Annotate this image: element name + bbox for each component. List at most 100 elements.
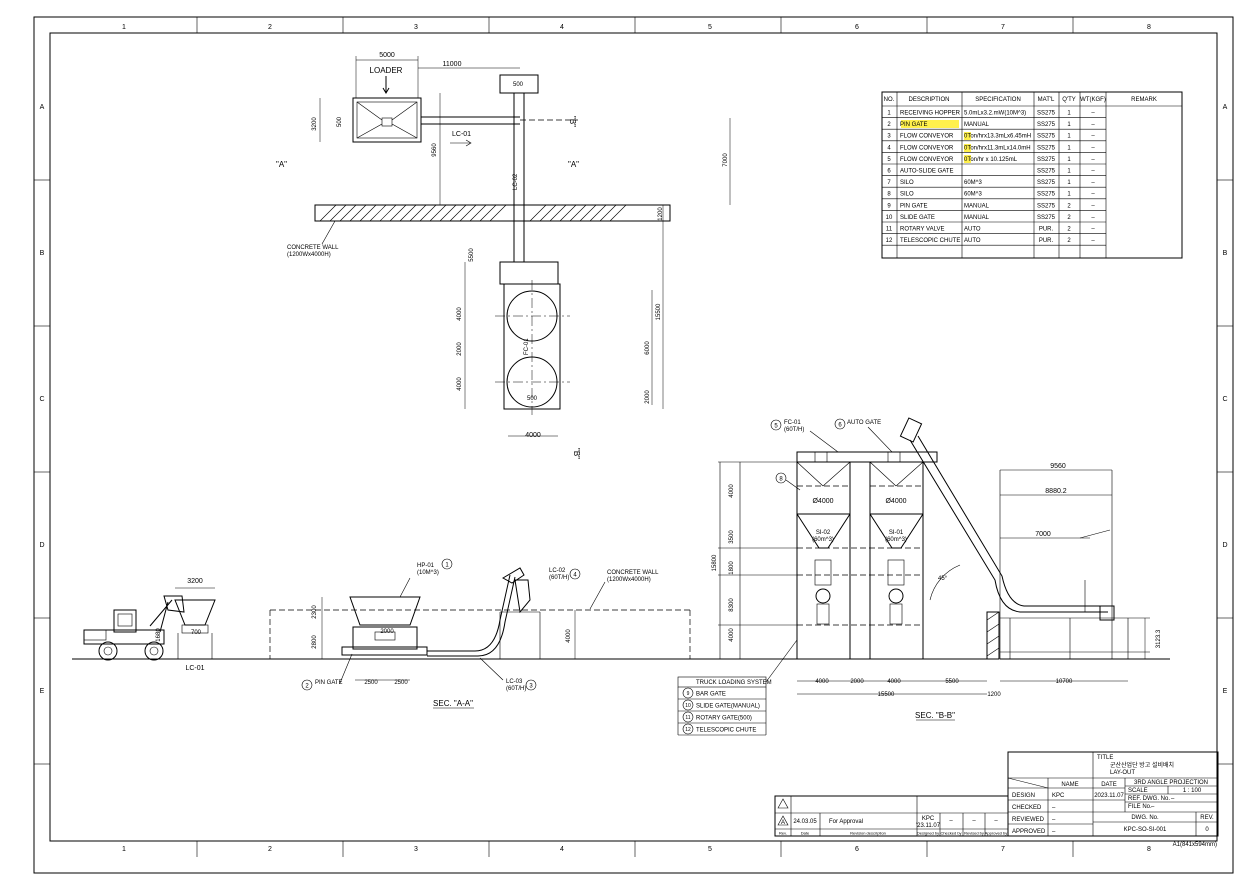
seca-lc03-cap: (60T/H) [506, 686, 526, 692]
table-cell: FLOW CONVEYOR [900, 157, 954, 163]
table-cell: SS275 [1037, 203, 1056, 209]
table-cell: PUR. [1039, 227, 1054, 233]
table-cell: 0Ton/hrx11.3mLx14.0mH [964, 145, 1031, 151]
dim-1200: 1200 [658, 207, 664, 221]
tb-dwgno-val: KPC-SO-SI-001 [1124, 827, 1167, 833]
bottom-number: 4 [560, 846, 564, 853]
tb-design-lbl: DESIGN [1012, 793, 1035, 799]
table-cell: 0Ton/hrx13.3mLx6.45mH [964, 134, 1031, 140]
truck-item-marker [682, 711, 694, 723]
table-cell: 4 [887, 145, 891, 151]
svg-text:1: 1 [445, 563, 449, 569]
view-b-bottom: "B" [572, 448, 581, 459]
table-cell: – [1091, 122, 1095, 128]
tb-sheet: A1(841x594mm) [1173, 842, 1217, 848]
tb-projection: 3RD ANGLE PROJECTION [1134, 780, 1208, 786]
svg-text:8: 8 [779, 477, 783, 483]
tb-rev-lbl: REV. [1200, 815, 1214, 821]
table-header: Q'TY [1062, 97, 1075, 103]
table-cell: 1 [1067, 122, 1071, 128]
table-cell: – [1091, 180, 1095, 186]
table-cell: – [1091, 169, 1095, 175]
tb-rev-val: 0 [1205, 827, 1209, 833]
seca-title: SEC. "A-A" [433, 699, 473, 708]
table-cell: – [1091, 238, 1095, 244]
secb-dim-7000: 7000 [1035, 531, 1051, 538]
table-header: NO. [884, 97, 895, 103]
secb-dim-15800: 15800 [712, 554, 718, 571]
wall-size-plan: (1200Wx4000H) [287, 252, 331, 258]
view-a-right: "A" [568, 160, 579, 169]
svg-text:6: 6 [838, 423, 842, 429]
table-cell: – [1091, 192, 1095, 198]
table-cell: SLIDE GATE [900, 215, 935, 221]
secb-dim-15500: 15500 [878, 692, 895, 698]
table-cell: – [1091, 145, 1095, 151]
secb-dim-8300: 8300 [729, 598, 735, 612]
tb-scale-val: 1 : 100 [1183, 788, 1202, 794]
view-b-top: "B" [568, 116, 577, 127]
bottom-number: 6 [855, 846, 859, 853]
seca-dim-2500-b: 2500 [394, 680, 408, 686]
table-cell: 12 [886, 238, 893, 244]
table-cell: 5 [887, 157, 891, 163]
secb-dim-8880: 8880.2 [1045, 488, 1067, 495]
view-a-left: "A" [276, 160, 287, 169]
table-cell: SS275 [1037, 134, 1056, 140]
rev-row-design: KPC [922, 816, 935, 822]
rev-row-reviewed: – [972, 818, 976, 824]
table-cell: 1 [887, 111, 891, 117]
table-cell: 8 [887, 192, 891, 198]
wheel-loader [83, 595, 185, 661]
secb-dim-3500: 3500 [729, 530, 735, 544]
table-cell: 2 [1067, 215, 1071, 221]
seca-pin-gate: PIN GATE [315, 680, 343, 686]
rev-footer-label: Revised by [964, 831, 984, 836]
tb-approved-lbl: APPROVED [1012, 829, 1046, 835]
table-cell: FLOW CONVEYOR [900, 134, 954, 140]
seca-dim-700: 700 [191, 630, 202, 636]
tb-title-label: TITLE [1097, 755, 1113, 761]
side-letter: E [40, 688, 45, 695]
secb-dim-3123: 3123.3 [1156, 629, 1162, 648]
top-number: 8 [1147, 24, 1151, 31]
dim-500-top: 500 [513, 82, 524, 88]
seca-dim-2500-a: 2500 [364, 680, 378, 686]
table-header: WT(KGF) [1080, 97, 1106, 103]
seca-dim-2800: 2800 [312, 635, 318, 649]
table-cell: 7 [887, 180, 891, 186]
table-cell: SS275 [1037, 111, 1056, 117]
svg-text:3: 3 [529, 684, 533, 690]
tb-scale-lbl: SCALE [1128, 788, 1148, 794]
seca-wall-size: (1200Wx4000H) [607, 577, 651, 583]
truck-item-marker [682, 699, 694, 711]
table-cell: AUTO [964, 227, 981, 233]
table-cell: – [1091, 227, 1095, 233]
seca-lc01: LC-01 [185, 665, 204, 672]
truck-item-no: 11 [685, 715, 690, 721]
table-cell: 9 [887, 203, 891, 209]
tb-date-hdr: DATE [1101, 782, 1117, 788]
table-cell: SILO [900, 180, 914, 186]
table-cell: 6 [887, 169, 891, 175]
secb-dim-9560: 9560 [1050, 463, 1066, 470]
bottom-number: 7 [1001, 846, 1005, 853]
table-cell: SS275 [1037, 157, 1056, 163]
rev-footer-label: Approved by [985, 831, 1007, 836]
rev-footer-label: Checked by [940, 831, 961, 836]
bottom-number: 8 [1147, 846, 1151, 853]
rev-footer-label: Revision description [850, 831, 886, 836]
tb-reviewed-name: – [1052, 817, 1056, 823]
rev-row-design-date: '23.11.07 [916, 823, 941, 829]
seca-hp01-cap: (10M^3) [417, 570, 439, 576]
secb-si02: SI-02 [816, 530, 831, 536]
loader-label: LOADER [370, 66, 403, 75]
table-cell: MANUAL [964, 203, 990, 209]
section-b-b: 5 FC-01 (60T/H) 6 AUTO GATE Ø4000 Ø4000 … [712, 417, 1170, 721]
tb-design-date: 2023.11.07 [1094, 793, 1124, 799]
table-cell: 1 [1067, 111, 1071, 117]
parts-table: NO. DESCRIPTION SPECIFICATION MAT'L Q'TY… [881, 91, 1183, 259]
table-cell: SS275 [1037, 122, 1056, 128]
secb-angle: 45° [938, 576, 948, 582]
top-number: 1 [122, 24, 126, 31]
